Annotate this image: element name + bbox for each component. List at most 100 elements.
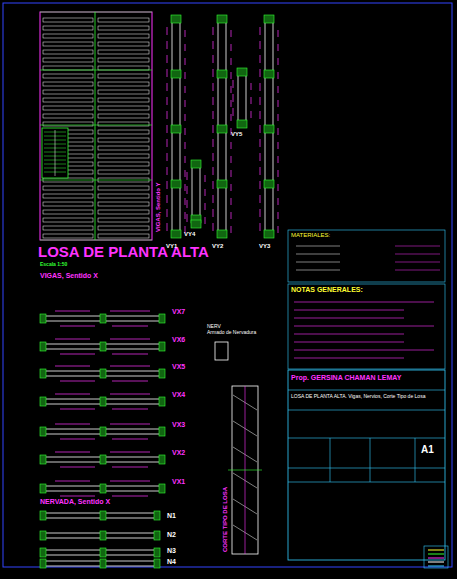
- stroke: [278, 128, 279, 135]
- stroke: [428, 566, 444, 567]
- block: [43, 210, 93, 214]
- stroke: [428, 562, 444, 563]
- stroke: [260, 97, 261, 105]
- stroke: [260, 181, 261, 189]
- stroke: [185, 170, 186, 177]
- block: [159, 314, 165, 323]
- box-text: NOTAS GENERALES:: [291, 286, 444, 294]
- annotation-box: NERVArmado de Nervadura: [204, 322, 276, 342]
- stroke: [428, 550, 444, 551]
- stroke: [278, 114, 279, 121]
- box-text: MATERIALES:: [291, 232, 444, 239]
- title-block-lines: [288, 230, 445, 482]
- stroke: [231, 184, 232, 191]
- stroke: [185, 30, 186, 37]
- section-detail: [228, 386, 262, 554]
- stroke: [110, 452, 150, 453]
- stroke: [278, 212, 279, 219]
- block: [98, 66, 149, 70]
- stroke: [296, 262, 340, 263]
- block: [217, 230, 227, 238]
- stroke: [112, 439, 148, 440]
- stroke: [205, 189, 206, 196]
- block: [98, 114, 149, 118]
- stroke: [55, 339, 90, 340]
- block: [43, 82, 93, 86]
- block: [264, 230, 274, 238]
- block: [100, 397, 106, 406]
- drawing-label: Escala 1:50: [40, 262, 67, 267]
- stroke: [167, 139, 168, 147]
- stroke: [294, 326, 434, 327]
- stroke: [185, 58, 186, 65]
- stroke: [231, 226, 232, 233]
- stroke: [294, 310, 404, 311]
- block: [43, 234, 93, 238]
- block: [98, 130, 149, 134]
- stroke: [55, 452, 90, 453]
- stroke: [231, 58, 232, 65]
- stroke: [395, 270, 440, 271]
- stroke: [231, 44, 232, 51]
- stroke: [60, 409, 95, 410]
- stroke: [233, 108, 234, 116]
- stroke: [55, 424, 90, 425]
- stroke: [110, 339, 150, 340]
- stroke: [40, 180, 152, 181]
- block: [98, 50, 149, 54]
- stroke: [213, 55, 214, 63]
- block: [98, 58, 149, 62]
- stroke: [278, 86, 279, 93]
- block: [98, 90, 149, 94]
- drawing-label: VX5: [172, 363, 185, 370]
- block: [98, 170, 149, 174]
- block: [43, 218, 93, 222]
- block: [43, 122, 93, 126]
- stroke: [167, 181, 168, 189]
- annotation-box: MATERIALES:: [288, 230, 447, 244]
- stroke: [296, 254, 340, 255]
- drawing-label: VY2: [212, 243, 223, 249]
- block: [100, 548, 106, 557]
- stroke: [260, 69, 261, 77]
- stroke: [112, 409, 148, 410]
- block: [100, 484, 106, 493]
- stroke: [167, 27, 168, 35]
- stroke: [260, 111, 261, 119]
- drawing-label: VX2: [172, 449, 185, 456]
- drawing-label: VY1: [166, 243, 177, 249]
- stroke: [294, 334, 404, 335]
- stroke: [55, 481, 90, 482]
- stroke: [110, 394, 150, 395]
- stroke: [167, 41, 168, 49]
- stroke: [213, 139, 214, 147]
- box-text: LOSA DE PLANTA ALTA. Vigas, Nervios, Cor…: [291, 394, 444, 400]
- block: [264, 15, 274, 23]
- block: [98, 234, 149, 238]
- stroke: [231, 156, 232, 163]
- annotation-box: A1: [418, 442, 447, 466]
- stroke: [260, 125, 261, 133]
- stroke: [260, 153, 261, 161]
- block: [98, 42, 149, 46]
- stroke: [278, 72, 279, 79]
- block: [100, 427, 106, 436]
- stroke: [428, 554, 444, 555]
- block: [98, 34, 149, 38]
- block: [100, 369, 106, 378]
- block: [159, 369, 165, 378]
- stroke: [40, 12, 152, 13]
- stroke: [167, 97, 168, 105]
- stroke: [205, 217, 206, 224]
- stroke: [294, 350, 434, 351]
- stroke: [185, 128, 186, 135]
- block: [264, 70, 274, 78]
- stroke: [112, 496, 148, 497]
- drawing-label: VIGAS, Sentido X: [40, 272, 98, 279]
- stroke: [213, 41, 214, 49]
- block: [171, 15, 181, 23]
- stroke: [231, 114, 232, 121]
- stroke: [167, 69, 168, 77]
- block: [100, 342, 106, 351]
- block: [43, 226, 93, 230]
